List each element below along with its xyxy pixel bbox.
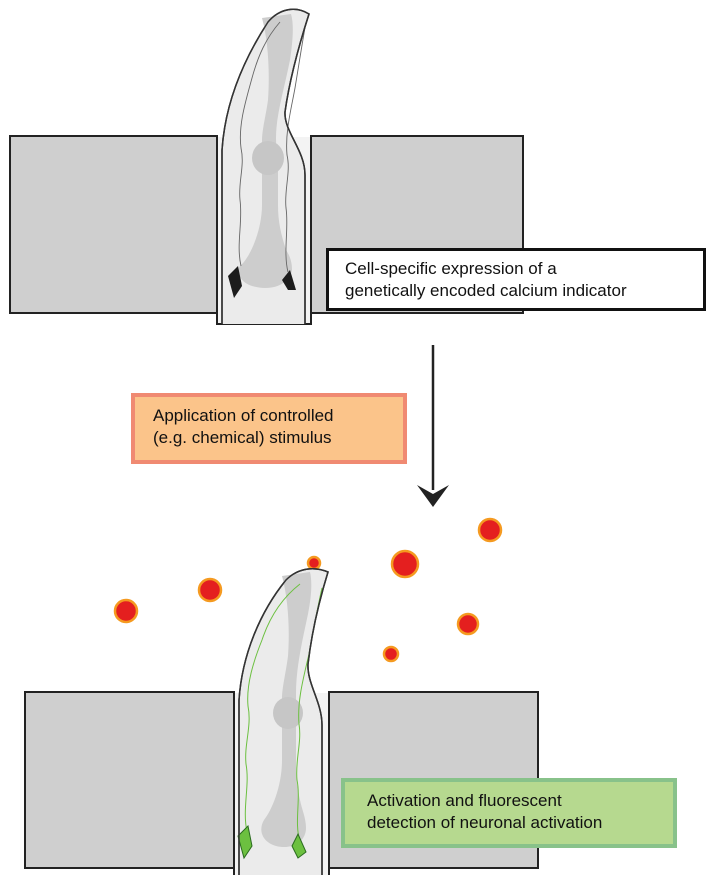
label-line: genetically encoded calcium indicator: [345, 280, 703, 302]
stimulus-particle: [308, 557, 320, 569]
stimulus-particle: [115, 600, 137, 622]
stimulus-particle: [392, 551, 418, 577]
process-arrow: [417, 345, 449, 507]
stimulus-particle: [384, 647, 398, 661]
label-box-neuronal-activation-detection: Activation and fluorescent detection of …: [341, 778, 677, 848]
worm-bottom: [238, 569, 328, 875]
label-box-stimulus-application: Application of controlled (e.g. chemical…: [131, 393, 407, 464]
stimulus-particle: [199, 579, 221, 601]
label-line: (e.g. chemical) stimulus: [153, 427, 403, 449]
microfluidic-chip-left-block: [25, 692, 234, 868]
worm-pharynx-bulb: [252, 141, 284, 175]
label-line: Cell-specific expression of a: [345, 258, 703, 280]
microfluidic-chip-left-block: [10, 136, 217, 313]
label-line: Application of controlled: [153, 405, 403, 427]
label-line: detection of neuronal activation: [367, 812, 673, 834]
label-box-calcium-indicator-expression: Cell-specific expression of a geneticall…: [326, 248, 706, 311]
label-line: Activation and fluorescent: [367, 790, 673, 812]
stimulus-particle: [479, 519, 501, 541]
stimulus-particle: [458, 614, 478, 634]
